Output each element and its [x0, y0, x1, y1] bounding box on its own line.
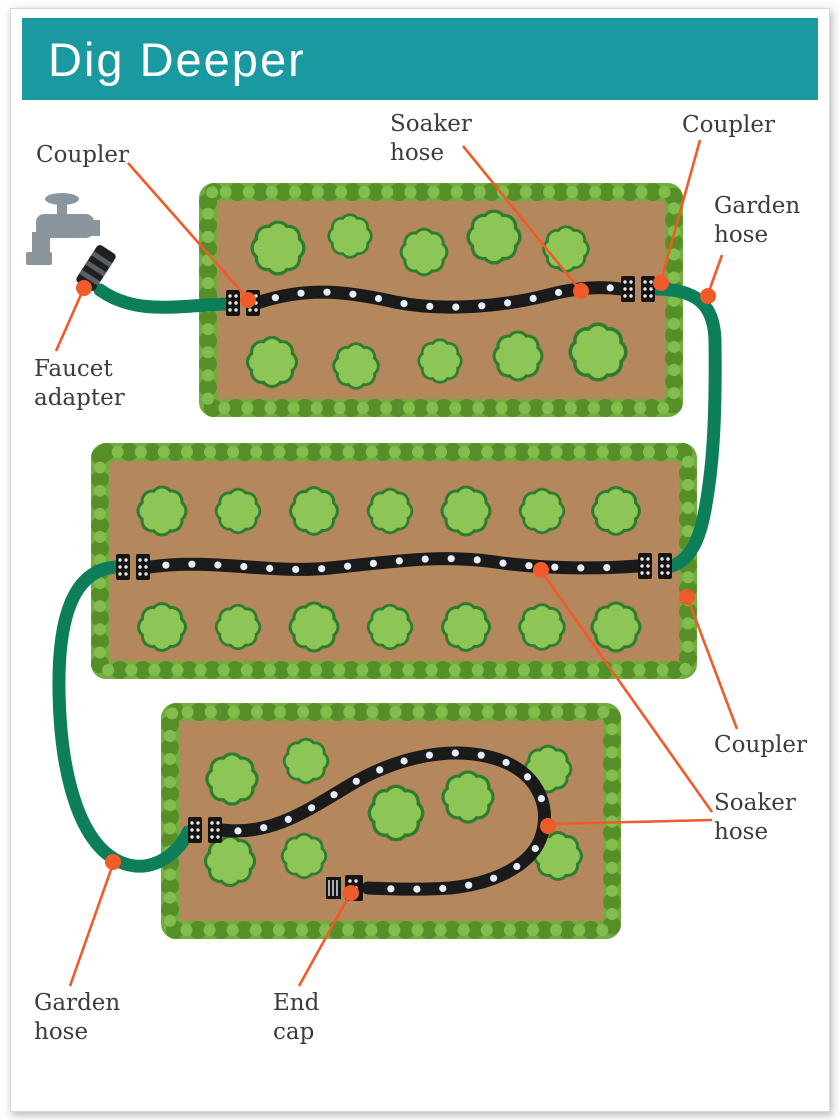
label-coupler-top-left: Coupler [36, 142, 129, 168]
label-garden-hose-lower-left: Garden hose [34, 990, 121, 1045]
garden-hose-segment-faucet [93, 283, 233, 314]
label-end-cap: End cap [273, 990, 320, 1045]
garden-hose-paths [52, 282, 722, 873]
soaker-hose-bed-3 [215, 746, 551, 896]
header-banner: Dig Deeper [22, 18, 818, 100]
faucet-icon [26, 193, 116, 291]
garden-hose-segment-right [648, 282, 722, 573]
callout-dots [76, 275, 716, 901]
garden-hose-segment-left [52, 560, 195, 873]
soaker-hose-dots [162, 284, 614, 893]
label-coupler-top-right: Coupler [682, 112, 775, 138]
label-garden-hose-right: Garden hose [714, 193, 801, 248]
callout-lines [54, 139, 739, 987]
label-faucet-adapter: Faucet adapter [34, 356, 125, 411]
page-title: Dig Deeper [48, 32, 306, 86]
label-soaker-hose-top: Soaker hose [390, 111, 472, 166]
faucet-adapter-icon [76, 245, 116, 291]
label-soaker-hose-lower-right: Soaker hose [714, 790, 796, 845]
label-coupler-middle-right: Coupler [714, 732, 807, 758]
